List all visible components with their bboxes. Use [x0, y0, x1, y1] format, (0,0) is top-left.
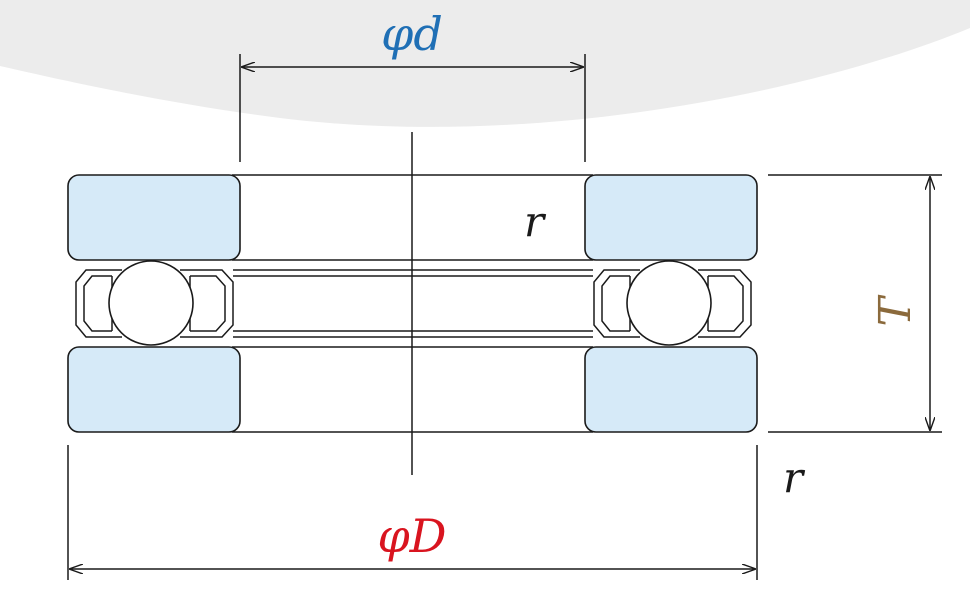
height-label: T — [870, 294, 921, 327]
ball-left — [108, 260, 194, 346]
radius-label-bottom: r — [783, 453, 806, 502]
bottom-washer — [67, 346, 758, 433]
cage — [75, 269, 752, 338]
bore-diameter-label: φd — [381, 7, 443, 61]
outer-diameter-label: φD — [377, 509, 446, 563]
radius-label-top: r — [524, 197, 547, 246]
ball-right — [626, 260, 712, 346]
background-swoosh — [0, 0, 970, 127]
top-washer — [67, 174, 758, 261]
